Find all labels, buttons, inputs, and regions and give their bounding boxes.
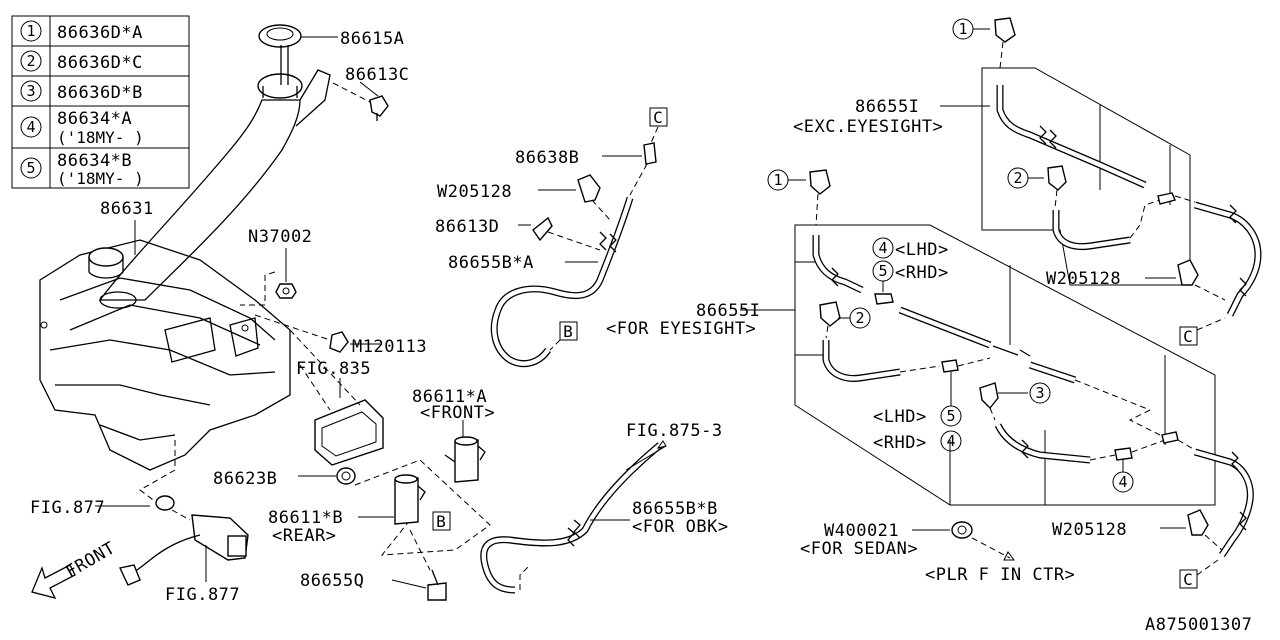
legend-border	[11, 15, 190, 189]
label-hose-i-top: 86655I	[855, 97, 919, 117]
filler-cap: 86615A	[258, 24, 404, 85]
ref-b-mid-letter: B	[436, 512, 446, 531]
label-front-pump-note: <FRONT>	[420, 403, 495, 423]
label-hose-ba: 86655B*A	[448, 253, 534, 273]
ref-b-left-letter: B	[563, 322, 573, 341]
hose-bb: FIG.875-3 86655B*B <FOR OBK>	[480, 421, 729, 594]
callout-2-mid: 2	[855, 309, 864, 327]
middle-hose-group: C 86638B W205128 86613D 86655B*A B	[435, 107, 668, 368]
w400021-group: W400021 <FOR SEDAN> <PLR F IN CTR>	[800, 521, 1075, 585]
label-bracket-clip: 86613C	[345, 65, 409, 85]
callout-4-low: 4	[1118, 473, 1127, 491]
legend-num-1: 1	[26, 22, 35, 40]
hose-q: 86655Q	[300, 529, 447, 601]
label-clip-w-right-top: W205128	[1046, 269, 1121, 289]
callout-1-top: 1	[958, 20, 967, 38]
label-rhd-bottom: <RHD>	[873, 433, 927, 453]
label-plr-note: <PLR F IN CTR>	[925, 565, 1075, 585]
label-joint: 86638B	[515, 148, 579, 168]
label-tank: 86631	[100, 199, 154, 219]
label-rear-pump: 86611*B	[268, 508, 343, 528]
legend-num-3: 3	[26, 82, 35, 100]
callout-4-top: 4	[878, 239, 887, 257]
label-front: FRONT	[63, 538, 119, 582]
callout-4-bottom: 4	[946, 432, 955, 450]
label-bolt: M120113	[352, 337, 427, 357]
callout-1-mid: 1	[773, 171, 782, 189]
legend-note-4: ('18MY- )	[57, 128, 144, 147]
callout-3-mid: 3	[1035, 384, 1044, 402]
legend-row-1: 1 86636D*A	[20, 20, 143, 43]
legend-row-4: 4 86634*A ('18MY- )	[20, 109, 144, 147]
ref-c-right-top-box	[1179, 326, 1198, 346]
label-fig877-a: FIG.877	[30, 498, 105, 518]
label-front-pump: 86611*A	[412, 387, 487, 407]
label-hose-i-mid: 86655I	[696, 301, 760, 321]
nut: N37002	[240, 227, 312, 306]
ref-b-left-box	[559, 321, 578, 341]
label-w400021: W400021	[824, 521, 899, 541]
ref-c-right-top-letter: C	[1183, 327, 1193, 346]
label-fig877-b: FIG.877	[165, 585, 240, 605]
legend-row-3: 3 86636D*B	[20, 80, 143, 103]
label-hose-bb-note: <FOR OBK>	[632, 517, 729, 537]
grommet: 86623B	[213, 467, 356, 489]
label-hose-i-mid-note: <FOR EYESIGHT>	[606, 319, 756, 339]
ref-c-right-bottom-box	[1179, 569, 1198, 589]
ref-c-left-box	[649, 107, 668, 127]
label-lhd-bottom: <LHD>	[873, 407, 927, 427]
label-filler-cap: 86615A	[340, 29, 404, 49]
label-lhd-top: <LHD>	[895, 240, 949, 260]
legend-num-4: 4	[26, 118, 35, 136]
label-fig875: FIG.875-3	[626, 421, 723, 441]
for-eyesight-group: 1 4 <LHD> 5 <RHD> 86655I <FOR EYESIGHT> …	[606, 169, 1254, 589]
legend-part-1: 86636D*A	[57, 23, 143, 43]
label-hose-i-top-note: <EXC.EYESIGHT>	[793, 117, 943, 137]
drawing-number: A875001307	[1145, 615, 1252, 635]
front-arrow: FRONT	[31, 538, 119, 599]
legend-row-2: 2 86636D*C	[20, 50, 143, 73]
bracket-clip: 86613C	[332, 65, 409, 121]
label-clip-w-right-bottom: W205128	[1052, 520, 1127, 540]
legend-note-5: ('18MY- )	[57, 169, 144, 188]
legend-table: 1 86636D*A 2 86636D*C 3 86636D*B 4 86634…	[11, 15, 190, 189]
legend-part-4: 86634*A	[57, 109, 132, 129]
label-w400021-note: <FOR SEDAN>	[800, 539, 918, 559]
exc-eyesight-group: 1 86655I <EXC.EYESIGHT> 2 W205128	[793, 17, 1262, 346]
ref-c-left-letter: C	[653, 108, 663, 127]
legend-part-3: 86636D*B	[57, 83, 143, 103]
callout-5-top: 5	[878, 262, 887, 280]
fig877-pump: FIG.877 FIG.877	[30, 495, 249, 605]
callout-2-top: 2	[1013, 169, 1022, 187]
legend-row-5: 5 86634*B ('18MY- )	[20, 151, 144, 188]
label-clip-w-left: W205128	[437, 182, 512, 202]
front-pump: 86611*A <FRONT>	[412, 387, 495, 483]
label-hose-q: 86655Q	[300, 571, 364, 591]
callout-5-bottom: 5	[946, 407, 955, 425]
label-hose-bb: 86655B*B	[632, 499, 718, 519]
ref-b-mid: B	[432, 511, 451, 531]
label-clip-d: 86613D	[435, 217, 499, 237]
bolt: M120113	[254, 314, 427, 357]
rear-pump: 86611*B <REAR>	[268, 474, 426, 546]
legend-part-5: 86634*B	[57, 151, 132, 171]
ref-c-right-bottom-letter: C	[1183, 570, 1193, 589]
label-nut: N37002	[248, 227, 312, 247]
legend-num-5: 5	[26, 159, 35, 177]
fig835-module: FIG.835	[289, 329, 384, 466]
label-rear-pump-note: <REAR>	[272, 526, 336, 546]
legend-num-2: 2	[26, 52, 35, 70]
legend-part-2: 86636D*C	[57, 53, 143, 73]
label-fig835: FIG.835	[296, 359, 371, 379]
label-rhd-top: <RHD>	[895, 263, 949, 283]
label-grommet: 86623B	[213, 469, 277, 489]
washer-tank	[39, 69, 331, 471]
